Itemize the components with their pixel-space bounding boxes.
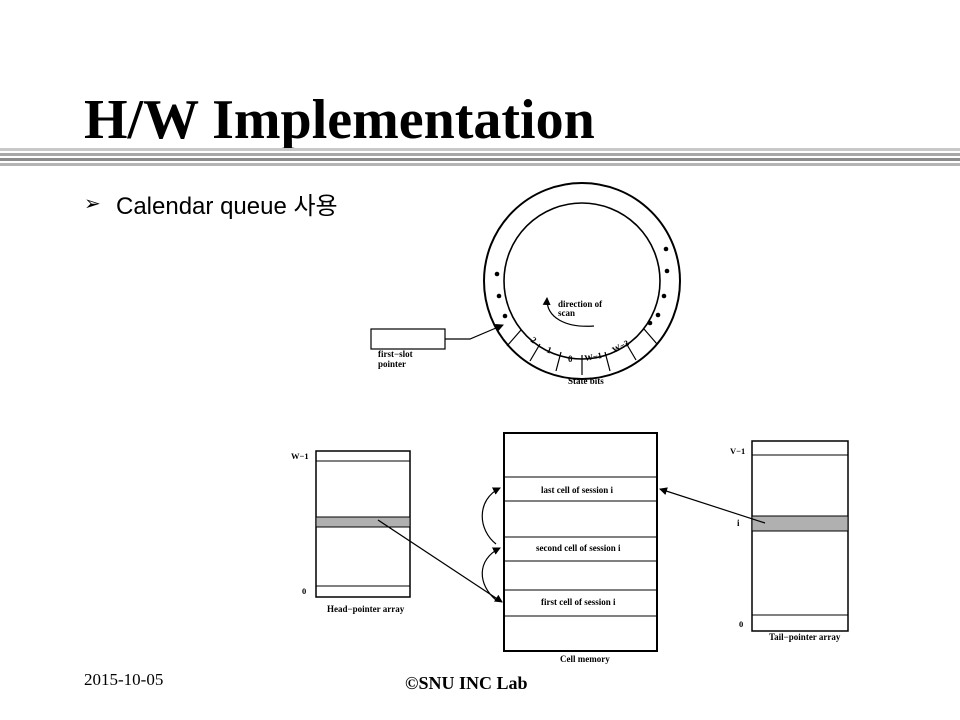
tail-bottom-label: 0 [739, 619, 743, 629]
head-bottom-label: 0 [302, 586, 306, 596]
arrowhead-bullet-icon: ➢ [84, 193, 101, 215]
state-bits-label: State bits [568, 376, 604, 386]
slot-label: 0 [568, 354, 573, 364]
head-pointer-array: W−1 0 Head−pointer array [291, 450, 411, 614]
first-slot-pointer: first−slot pointer [370, 324, 504, 369]
pointer-label: pointer [378, 359, 406, 369]
head-to-first-cell-arrow [377, 519, 503, 603]
cell-label: second cell of session i [536, 543, 621, 553]
footer-lab-label: SNU INC Lab [418, 673, 528, 693]
footer-lab: ©SNU INC Lab [405, 673, 527, 694]
pointer-label: first−slot [378, 349, 413, 359]
tail-pointer-array: V−1 i 0 Tail−pointer array [730, 440, 849, 642]
bullet-item: ➢ Calendar queue 사용 [84, 186, 338, 221]
slot-label: 2 [529, 335, 539, 346]
tail-array-caption: Tail−pointer array [769, 632, 841, 642]
slide-title: H/W Implementation [84, 89, 595, 151]
cell-label: first cell of session i [541, 597, 616, 607]
slot-label: 1 [545, 345, 553, 356]
head-array-caption: Head−pointer array [327, 604, 405, 614]
scan-direction-arrow [542, 297, 595, 327]
cell-memory-caption: Cell memory [560, 654, 610, 664]
bullet-text: Calendar queue 사용 [116, 193, 338, 220]
cell-label: last cell of session i [541, 485, 613, 495]
tail-top-label: V−1 [730, 446, 745, 456]
copyright-icon: © [405, 673, 419, 693]
slot-label: W−1 [584, 350, 603, 363]
calendar-ring: 2 1 0 W−1 W−2 direction of scan State bi… [483, 182, 681, 386]
direction-label: scan [558, 308, 575, 318]
footer-date: 2015-10-05 [84, 670, 164, 689]
tail-index-label: i [737, 518, 740, 528]
title-underline [0, 148, 960, 166]
direction-label: direction of [558, 299, 603, 309]
cell-memory: last cell of session i second cell of se… [481, 432, 658, 664]
slot-label: W−2 [610, 338, 630, 355]
head-top-label: W−1 [291, 451, 309, 461]
tail-to-last-cell-arrow [659, 487, 766, 524]
